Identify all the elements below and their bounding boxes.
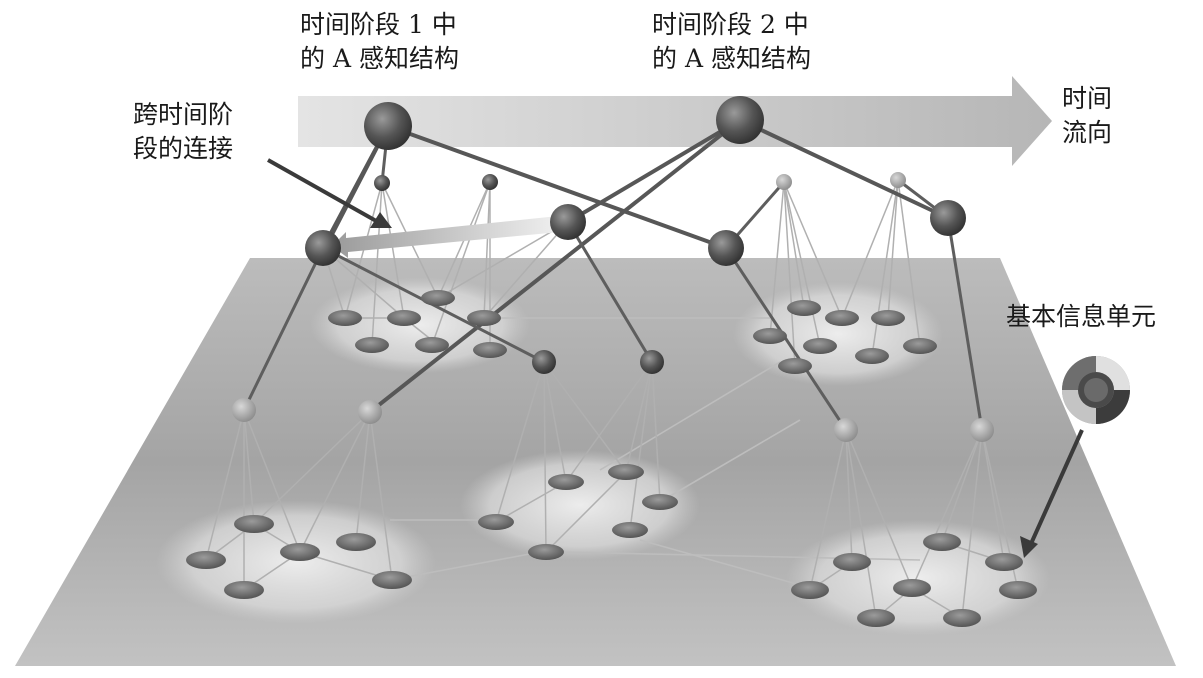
nodes [232, 96, 994, 442]
cluster-glow-bottom-right [786, 520, 1050, 636]
label-cross-stage: 跨时间阶 段的连接 [133, 100, 234, 163]
label-stage-2: 时间阶段 2 中 的 A 感知结构 [652, 10, 811, 73]
label-basic-unit: 基本信息单元 [1006, 302, 1157, 331]
cross-stage-connection [332, 216, 560, 258]
time-flow-arrow-icon [298, 76, 1052, 166]
label-time-flow: 时间 流向 [1062, 84, 1113, 147]
label-stage-1: 时间阶段 1 中 的 A 感知结构 [300, 10, 459, 73]
pointer-arrow-icon [267, 158, 1084, 558]
basic-unit-wheel-icon [1062, 356, 1130, 424]
info-units [186, 290, 1037, 627]
